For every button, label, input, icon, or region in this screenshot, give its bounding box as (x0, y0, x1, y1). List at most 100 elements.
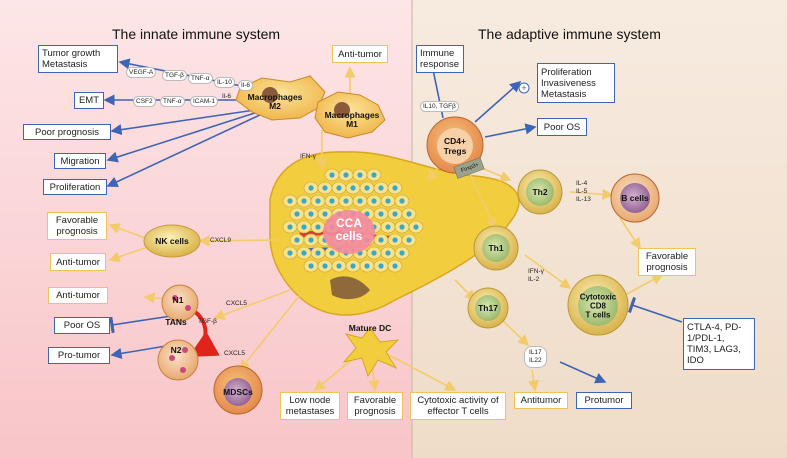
tans-label: TANs (165, 317, 187, 327)
antitumor-th17-box: Antitumor (514, 392, 568, 409)
tumor-cell-nucleus (336, 185, 342, 191)
tumor-cell-nucleus (287, 224, 293, 230)
tumor-cell-nucleus (315, 224, 321, 230)
tumor-cell-nucleus (308, 211, 314, 217)
anti-tumor-tan-box: Anti-tumor (48, 287, 108, 304)
factor-tgfb-1: TGF-β (162, 70, 187, 81)
tumor-cell-nucleus (378, 211, 384, 217)
tumor-cell-nucleus (392, 211, 398, 217)
tumor-cell-nucleus (329, 172, 335, 178)
tumor-cell-nucleus (315, 198, 321, 204)
tumor-cell-nucleus (301, 224, 307, 230)
migration-box: Migration (54, 153, 106, 169)
n2-label: N2 (170, 345, 182, 355)
tumor-cell-nucleus (364, 263, 370, 269)
tumor-cell-nucleus (392, 237, 398, 243)
adaptive-title: The adaptive immune system (478, 26, 661, 42)
factor-tnfa-1: TNF-α (188, 73, 213, 84)
pro-tumor-box: Pro-tumor (48, 347, 110, 364)
tumor-cell-nucleus (378, 237, 384, 243)
tumor-cell-nucleus (399, 250, 405, 256)
th1-label: Th1 (488, 243, 504, 253)
proliferation-box: Proliferation (43, 179, 107, 195)
cytotoxic-activity-box: Cytotoxic activity of effector T cells (410, 392, 506, 420)
tumor-cell-nucleus (392, 263, 398, 269)
th17-label: Th17 (478, 303, 498, 313)
emt-box: EMT (74, 92, 104, 109)
tumor-cell-nucleus (364, 185, 370, 191)
anti-tumor-nk-box: Anti-tumor (50, 253, 106, 271)
tumor-cell-nucleus (308, 185, 314, 191)
factor-ifng: IFN-γ (300, 153, 316, 160)
tumor-cell-nucleus (350, 263, 356, 269)
checkpoint-box: CTLA-4, PD- 1/PDL-1, TIM3, LAG3, IDO (683, 318, 755, 370)
low-node-box: Low node metastases (280, 392, 340, 420)
factor-il6-2: Il-6 (222, 93, 232, 100)
tumor-cell-nucleus (371, 172, 377, 178)
tumor-cell-nucleus (371, 250, 377, 256)
poor-os-treg-box: Poor OS (537, 118, 587, 136)
tumor-cell-nucleus (322, 211, 328, 217)
tumor-cell-nucleus (308, 263, 314, 269)
proliferation-invasiveness-box: Proliferation Invasiveness Metastasis (537, 63, 615, 103)
b-cells-label: B cells (621, 193, 649, 203)
tumor-cell-nucleus (406, 211, 412, 217)
factor-tnfa-2: TNF-α (160, 96, 185, 107)
poor-os-tan-box: Poor OS (54, 317, 110, 334)
tumor-cell-nucleus (322, 263, 328, 269)
favorable-prognosis-dc-box: Favorable prognosis (347, 392, 403, 420)
protumor-th17-box: Protumor (576, 392, 632, 409)
tumor-cell-nucleus (287, 250, 293, 256)
innate-title: The innate immune system (112, 26, 281, 42)
factor-th2-cytokines: IL-4 IL-5 IL-13 (576, 180, 591, 203)
tumor-cell-nucleus (315, 250, 321, 256)
cca-cells-core (323, 210, 375, 254)
factor-icam1: ICAM-1 (190, 96, 219, 107)
factor-th1-cytokines: IFN-γ IL-2 (528, 268, 544, 283)
tumor-cell-nucleus (294, 211, 300, 217)
favorable-prognosis-b-box: Favorable prognosis (638, 248, 696, 276)
factor-cxcl5-2: CXCL5 (224, 350, 245, 357)
nk-cell (143, 224, 201, 258)
tumor-cell-nucleus (350, 185, 356, 191)
th2-label: Th2 (532, 187, 548, 197)
factor-cxcl5-1: CXCL5 (226, 300, 247, 307)
tumor-cell-nucleus (301, 198, 307, 204)
mdsc-label: MDSCs (223, 387, 253, 397)
tumor-cell-nucleus (357, 198, 363, 204)
factor-il10-tgfb: IL10, TGFβ (420, 101, 459, 112)
tumor-cell-nucleus (308, 237, 314, 243)
tumor-cell-nucleus (329, 250, 335, 256)
svg-text:+: + (521, 83, 526, 93)
tumor-cell-cluster (282, 168, 424, 273)
tumor-cell-nucleus (385, 224, 391, 230)
poor-prognosis-box: Poor prognosis (23, 124, 111, 140)
immune-response-box: Immune response (416, 45, 464, 73)
treg-label: CD4+ Tregs (443, 136, 467, 156)
cd8-label: Cytotoxic CD8 T cells (579, 292, 617, 320)
factor-tgfb-2: TGF-β (198, 318, 217, 325)
tumor-growth-box: Tumor growth Metastasis (38, 45, 118, 73)
factor-il6-1: Il-6 (238, 80, 254, 91)
mature-dc-label: Mature DC (348, 323, 392, 333)
n1-neutrophil (161, 284, 199, 322)
tumor-cell-nucleus (385, 250, 391, 256)
tumor-cell-nucleus (294, 237, 300, 243)
tumor-cell-nucleus (399, 198, 405, 204)
factor-csf2: CSF2 (133, 96, 156, 107)
tumor-cell-nucleus (322, 185, 328, 191)
nk-cell-label: NK cells (155, 236, 189, 246)
factor-cxcl9: CXCL9 (210, 237, 231, 244)
tumor-cell-nucleus (343, 198, 349, 204)
factor-th17-cytokines: IL17 IL22 (524, 346, 547, 368)
tumor-cell-nucleus (385, 198, 391, 204)
macrophage-m1-label: Macrophages M1 (324, 110, 380, 129)
tumor-cell-nucleus (343, 172, 349, 178)
tumor-cell-nucleus (329, 198, 335, 204)
factor-il10: IL-10 (214, 77, 235, 88)
tumor-cell-nucleus (371, 198, 377, 204)
mature-dc-cell (342, 327, 400, 378)
macrophage-m1-cell (314, 91, 386, 139)
